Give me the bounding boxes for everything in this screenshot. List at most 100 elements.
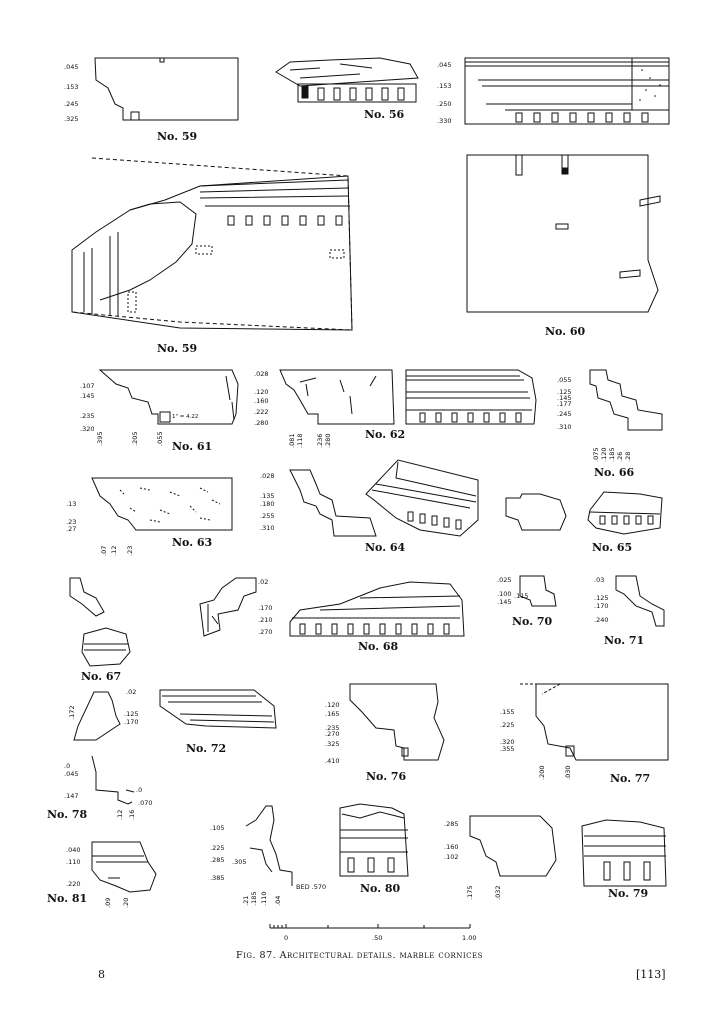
dims-62: .028 .120 .160 .222 .280 .081 .118 .236 … bbox=[254, 370, 332, 448]
label-no-64: No. 64 bbox=[365, 541, 406, 554]
cornice-78-profile: .0 .045 .147 .0 .070 .12 .16 bbox=[64, 755, 152, 820]
cornice-62-elevation bbox=[405, 369, 537, 425]
dim: .395 bbox=[96, 432, 104, 446]
dim: .070 bbox=[138, 799, 152, 807]
dims-71: .03 .125 .170 .240 bbox=[594, 576, 608, 624]
label-no-76: No. 76 bbox=[366, 770, 407, 783]
dim: .170 bbox=[124, 718, 138, 726]
label-no-80: No. 80 bbox=[360, 882, 401, 895]
dim: .175 bbox=[466, 886, 474, 900]
cornice-71-profile: .03 .125 .170 .240 bbox=[594, 575, 665, 627]
dim: .20 bbox=[122, 898, 130, 908]
dim: .040 bbox=[66, 846, 80, 854]
dim: .235 bbox=[325, 724, 339, 732]
dim: .225 bbox=[210, 844, 224, 852]
dim: .055 bbox=[557, 376, 571, 384]
label-no-61: No. 61 bbox=[172, 440, 213, 453]
cornice-59-block bbox=[71, 157, 353, 331]
cornice-56-drawing bbox=[275, 57, 419, 103]
dims-56: .045 .153 .250 .330 bbox=[437, 61, 451, 125]
dim: .250 bbox=[437, 100, 451, 108]
dim: .0 bbox=[64, 762, 70, 770]
dim: .102 bbox=[444, 853, 458, 861]
dim: .025 bbox=[497, 576, 511, 584]
dim: .160 bbox=[254, 397, 268, 405]
dim: .145 bbox=[497, 598, 511, 606]
dim: .153 bbox=[437, 82, 451, 90]
dim: .045 bbox=[64, 770, 78, 778]
dims-61: .107 .145 .235 .320 1" = 4.22 .395 .205 … bbox=[80, 382, 198, 446]
dims-70: .025 .100 .145 .115 bbox=[497, 576, 528, 606]
dim: .270 bbox=[258, 628, 272, 636]
dim: .07 bbox=[100, 546, 108, 556]
dims-76: .120 .165 .235 .270 .325 .410 bbox=[325, 701, 339, 765]
dim: .170 bbox=[594, 602, 608, 610]
label-no-59-b: No. 59 bbox=[157, 342, 198, 355]
dim: .125 bbox=[594, 594, 608, 602]
dims-72: .172 .02 .125 .170 bbox=[68, 688, 138, 726]
cornice-63-profile: .13 .23 .27 .07 .12 .23 bbox=[66, 477, 233, 556]
label-no-79: No. 79 bbox=[608, 887, 649, 900]
dims-63: .13 .23 .27 .07 .12 .23 bbox=[66, 500, 134, 556]
dim: .16 bbox=[128, 810, 136, 820]
dim: .165 bbox=[325, 710, 339, 718]
dim: .045 bbox=[437, 61, 451, 69]
dim: .21 bbox=[242, 896, 250, 906]
dim: .240 bbox=[594, 616, 608, 624]
page-number-right: [113] bbox=[636, 968, 666, 981]
page-number-left: 8 bbox=[98, 968, 105, 981]
dim: .0 bbox=[136, 786, 142, 794]
dim: .110 bbox=[260, 892, 268, 906]
dim: .27 bbox=[66, 525, 76, 533]
dims-79: .285 .160 .102 .175 .032 bbox=[444, 820, 502, 900]
dim: .177 bbox=[557, 400, 571, 408]
dim: .245 bbox=[64, 100, 78, 108]
dim: .155 bbox=[500, 708, 514, 716]
dim: .325 bbox=[64, 115, 78, 123]
dim: .355 bbox=[500, 745, 514, 753]
dim: .120 bbox=[254, 388, 268, 396]
dim: .320 bbox=[80, 425, 94, 433]
dim: .032 bbox=[494, 886, 502, 900]
dim: .285 bbox=[444, 820, 458, 828]
dim: .125 bbox=[124, 710, 138, 718]
dim: .055 bbox=[156, 432, 164, 446]
dim: .147 bbox=[64, 792, 78, 800]
cornice-80-elevation bbox=[339, 803, 409, 877]
label-no-56: No. 56 bbox=[364, 108, 405, 121]
dim: .09 bbox=[104, 898, 112, 908]
label-no-78: No. 78 bbox=[47, 808, 88, 821]
dim: .270 bbox=[325, 730, 339, 738]
dim: .280 bbox=[254, 419, 268, 427]
dim: .385 bbox=[210, 874, 224, 882]
cornice-79-elevation bbox=[581, 819, 667, 887]
dim: BED .570 bbox=[296, 883, 326, 891]
dim: .23 bbox=[66, 518, 76, 526]
dim: .185 bbox=[608, 448, 616, 462]
label-no-63: No. 63 bbox=[172, 536, 213, 549]
dim: .153 bbox=[64, 83, 78, 91]
dim: .310 bbox=[557, 423, 571, 431]
label-no-70: No. 70 bbox=[512, 615, 553, 628]
dim: .410 bbox=[325, 757, 339, 765]
label-no-65: No. 65 bbox=[592, 541, 633, 554]
label-no-62: No. 62 bbox=[365, 428, 406, 441]
dim: .145 bbox=[557, 394, 571, 402]
dims-68: .02 .170 .210 .270 bbox=[258, 578, 272, 636]
dim: .305 bbox=[232, 858, 246, 866]
cornice-59-profile: .045 .153 .245 .325 bbox=[64, 57, 239, 123]
dim: .310 bbox=[260, 524, 274, 532]
cornice-81-profile: .040 .110 .220 .09 .20 bbox=[66, 841, 157, 908]
dim: .225 bbox=[500, 721, 514, 729]
dims-81: .040 .110 .220 .09 .20 bbox=[66, 846, 130, 908]
dim: .172 bbox=[68, 706, 76, 720]
dim: .105 bbox=[210, 824, 224, 832]
dim: .220 bbox=[66, 880, 80, 888]
label-no-59-a: No. 59 bbox=[157, 130, 198, 143]
dim: .236 bbox=[316, 434, 324, 448]
cornice-60-plan bbox=[466, 154, 661, 313]
dim: .28 bbox=[624, 452, 632, 462]
dim: .118 bbox=[296, 434, 304, 448]
dim: .280 bbox=[324, 434, 332, 448]
